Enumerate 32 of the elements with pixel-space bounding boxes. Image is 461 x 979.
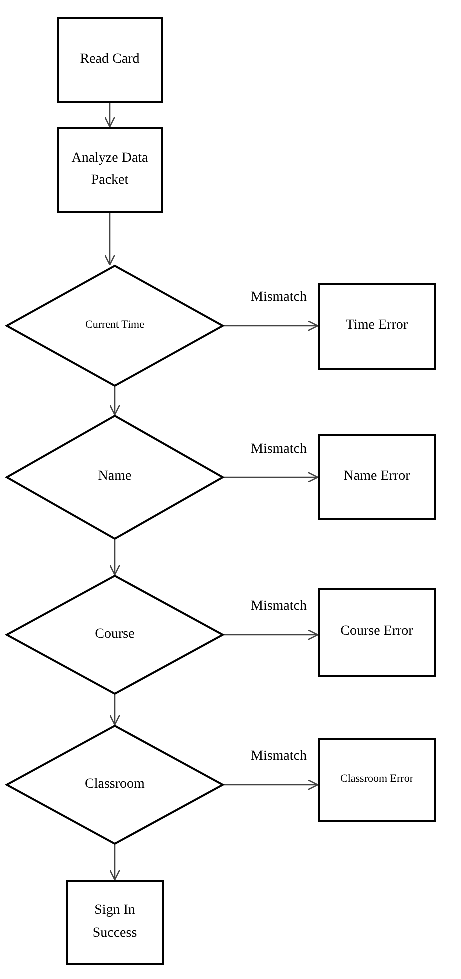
node-label: Classroom	[84, 776, 146, 794]
arrow	[224, 472, 319, 484]
node-label: Course	[94, 626, 136, 644]
arrow	[109, 540, 121, 576]
process-box	[318, 738, 436, 822]
node-label: Current Time	[84, 318, 146, 334]
process-box	[66, 880, 164, 965]
decision-diamond	[6, 265, 224, 387]
node-label: Name	[97, 468, 133, 486]
node-label: Sign In Success	[92, 902, 138, 942]
arrow	[109, 845, 121, 881]
process-box	[318, 283, 436, 370]
process-box	[57, 127, 163, 213]
arrow	[224, 779, 319, 791]
node-label: Analyze Data Packet	[70, 150, 150, 190]
process-box	[318, 434, 436, 520]
process-box	[318, 588, 436, 677]
node-label: Classroom Error	[339, 772, 414, 788]
arrow	[224, 320, 319, 332]
arrow	[224, 629, 319, 641]
arrow	[109, 387, 121, 416]
arrow	[109, 695, 121, 726]
decision-diamond	[6, 415, 224, 540]
process-box	[57, 17, 163, 103]
arrow	[104, 213, 116, 266]
decision-diamond	[6, 725, 224, 845]
node-label: Name Error	[342, 468, 412, 486]
node-label: Time Error	[344, 317, 410, 336]
decision-diamond	[6, 575, 224, 695]
node-label: Course Error	[340, 623, 414, 642]
node-label: Read Card	[79, 50, 141, 69]
arrow	[104, 103, 116, 128]
